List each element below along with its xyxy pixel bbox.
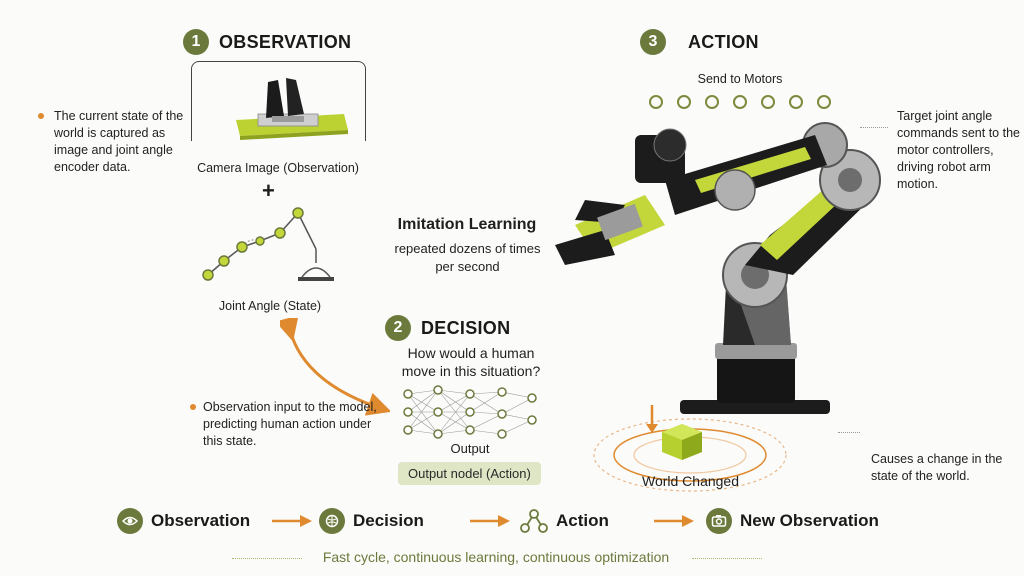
plus-sign: + — [262, 178, 275, 203]
brain-icon — [319, 508, 345, 534]
imitation-subtitle: repeated dozens of times per second — [394, 241, 541, 274]
motor-indicator-dot — [649, 95, 663, 109]
flow-step-label: Observation — [151, 511, 251, 530]
feedback-arrow — [280, 318, 390, 416]
motor-indicator-row — [649, 95, 831, 109]
decision-note: Observation input to the model, predicti… — [203, 400, 377, 448]
leader-line — [838, 432, 860, 433]
flow-step-label: New Observation — [740, 511, 879, 530]
footer-tagline: Fast cycle, continuous learning, continu… — [322, 549, 670, 565]
robot-arm-image — [555, 122, 881, 414]
motor-indicator-dot — [761, 95, 775, 109]
step-number-badge: 3 — [640, 29, 666, 55]
motor-indicator-dot — [817, 95, 831, 109]
motor-indicator-dot — [677, 95, 691, 109]
camera-caption: Camera Image (Observation) — [197, 161, 359, 175]
leader-line — [860, 127, 888, 128]
neural-network-diagram — [403, 385, 537, 439]
decision-question: How would a human move in this situation… — [401, 345, 541, 379]
flow-step-decision: Decision — [319, 508, 424, 534]
action-description: Target joint angle commands sent to the … — [897, 109, 1020, 191]
flow-step-action: Action — [520, 508, 609, 534]
section-title: OBSERVATION — [219, 31, 352, 52]
world-ripple-diagram — [593, 405, 787, 492]
flow-step-observation: Observation — [117, 508, 250, 534]
nodes-icon — [520, 508, 548, 534]
action-header: 3 ACTION — [640, 29, 759, 55]
section-title: ACTION — [688, 31, 759, 52]
decision-header: 2 DECISION — [385, 315, 510, 341]
flow-arrow-icon — [470, 515, 510, 527]
flow-arrow-icon — [654, 515, 694, 527]
flow-arrow-icon — [272, 515, 312, 527]
footer-dots-left — [232, 558, 302, 559]
flow-step-new-observation: New Observation — [706, 508, 879, 534]
output-label: Output — [450, 441, 490, 456]
gripper-image — [236, 78, 348, 140]
world-note: Causes a change in the state of the worl… — [871, 452, 1003, 483]
motor-indicator-dot — [789, 95, 803, 109]
flow-step-label: Decision — [353, 511, 424, 530]
imitation-title: Imitation Learning — [397, 216, 537, 233]
step-number-badge: 1 — [183, 29, 209, 55]
motor-indicator-dot — [705, 95, 719, 109]
motor-indicator-dot — [733, 95, 747, 109]
section-title: DECISION — [421, 317, 511, 338]
step-number-badge: 2 — [385, 315, 411, 341]
eye-icon — [117, 508, 143, 534]
footer-dots-right — [692, 558, 762, 559]
bullet-dot — [38, 113, 44, 119]
flow-step-label: Action — [556, 511, 609, 530]
joint-caption: Joint Angle (State) — [218, 299, 322, 313]
camera-frame — [191, 61, 366, 141]
camera-icon — [706, 508, 732, 534]
bullet-dot — [190, 404, 196, 410]
send-to-motors-label: Send to Motors — [697, 72, 783, 86]
observation-header: 1 OBSERVATION — [183, 29, 351, 55]
observation-description: The current state of the world is captur… — [54, 109, 184, 174]
world-changed-label: World Changed — [641, 473, 740, 489]
joint-angle-diagram — [202, 207, 334, 281]
output-node-pill: Output nodel (Action) — [398, 462, 541, 485]
